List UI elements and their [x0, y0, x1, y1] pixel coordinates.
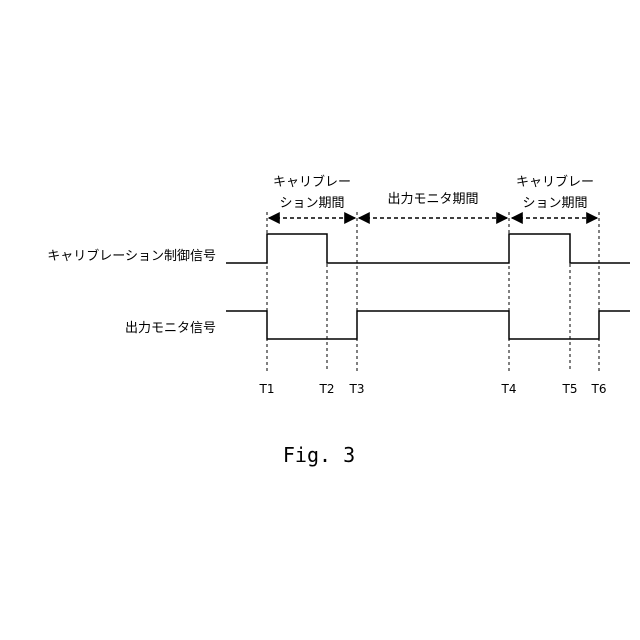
calibration-control-signal-waveform	[226, 234, 630, 263]
calibration-period-1-label-line2: ション期間	[279, 196, 344, 211]
output-monitor-signal-label: 出力モニタ信号	[125, 321, 216, 336]
figure-caption: Fig. 3	[283, 443, 355, 467]
time-marker-t6: T6	[591, 382, 607, 396]
time-marker-t1: T1	[259, 382, 275, 396]
output-monitor-signal-waveform	[226, 311, 630, 339]
time-marker-t5: T5	[562, 382, 578, 396]
calibration-period-2-label-line1: キャリブレー	[516, 174, 594, 190]
calibration-period-1-label-line1: キャリブレー	[273, 174, 351, 190]
time-marker-t2: T2	[319, 382, 335, 396]
calibration-control-signal-label: キャリブレーション制御信号	[47, 248, 216, 264]
output-monitor-period-label: 出力モニタ期間	[387, 192, 478, 207]
time-marker-t3: T3	[349, 382, 365, 396]
calibration-period-2-label-line2: ション期間	[522, 196, 587, 211]
time-marker-t4: T4	[501, 382, 517, 396]
